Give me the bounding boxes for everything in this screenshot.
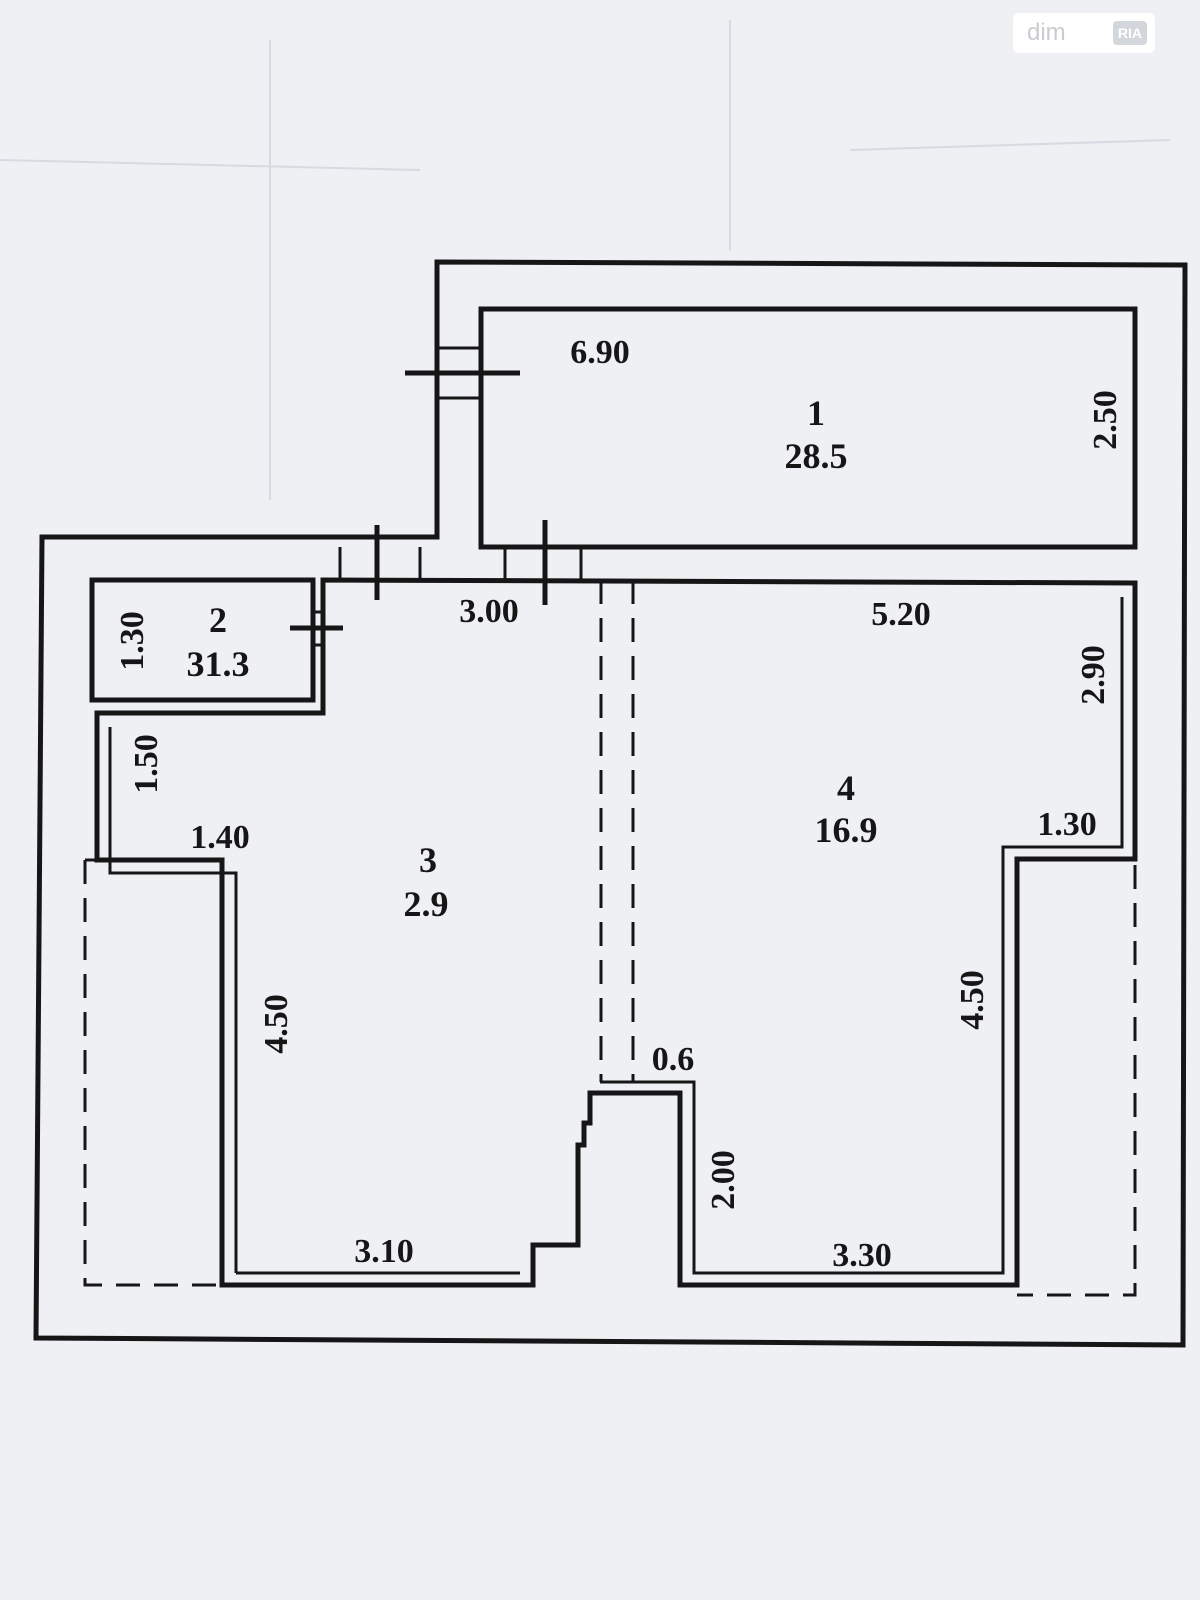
watermark-badge: RIA bbox=[1112, 21, 1147, 45]
dim-room3-height: 1.30 bbox=[114, 611, 151, 671]
dim-pillar-height: 2.00 bbox=[705, 1150, 742, 1210]
room-1-area: 2.9 bbox=[404, 884, 449, 924]
dim-room1-top: 3.00 bbox=[459, 593, 519, 630]
main-area-wall bbox=[94, 577, 1138, 1288]
door-marker-room4 bbox=[405, 346, 520, 400]
door-marker-entrance bbox=[338, 520, 583, 605]
dim-room2-bottom: 3.30 bbox=[832, 1237, 892, 1274]
room-3-number: 2 bbox=[209, 600, 227, 640]
dim-room2-ledge: 1.30 bbox=[1037, 806, 1097, 843]
room-4-area: 28.5 bbox=[785, 436, 848, 476]
dim-room1-left-upper: 1.50 bbox=[128, 734, 165, 794]
dim-pillar-width: 0.6 bbox=[652, 1041, 695, 1078]
dim-room1-bottom: 3.10 bbox=[354, 1233, 414, 1270]
dim-room1-ledge: 1.40 bbox=[190, 819, 250, 856]
room-1-number: 3 bbox=[419, 840, 437, 880]
dim-room4-depth: 2.50 bbox=[1087, 390, 1124, 450]
dim-room4-width: 6.90 bbox=[570, 334, 630, 371]
background-grid-artifacts bbox=[0, 20, 1171, 500]
dim-room2-right-upper: 2.90 bbox=[1075, 645, 1112, 705]
room-4-wall bbox=[478, 306, 1138, 550]
dim-room2-top: 5.20 bbox=[871, 596, 931, 633]
room-3-area: 31.3 bbox=[187, 644, 250, 684]
balcony-right-dashed bbox=[1017, 865, 1137, 1297]
dim-room1-left-lower: 4.50 bbox=[258, 994, 295, 1054]
outer-boundary-wall bbox=[33, 259, 1188, 1348]
room-3-wall bbox=[89, 577, 316, 703]
room-2-number: 4 bbox=[837, 768, 855, 808]
watermark-logo: dim RIA bbox=[1013, 13, 1155, 53]
dim-room2-right-lower: 4.50 bbox=[954, 970, 991, 1030]
room-4-number: 1 bbox=[807, 393, 825, 433]
room-2-area: 16.9 bbox=[815, 810, 878, 850]
inner-wall-offset bbox=[108, 597, 1124, 1275]
watermark-text: dim bbox=[1027, 19, 1066, 46]
door-marker-room3 bbox=[290, 610, 343, 647]
balcony-left-dashed bbox=[83, 860, 222, 1287]
